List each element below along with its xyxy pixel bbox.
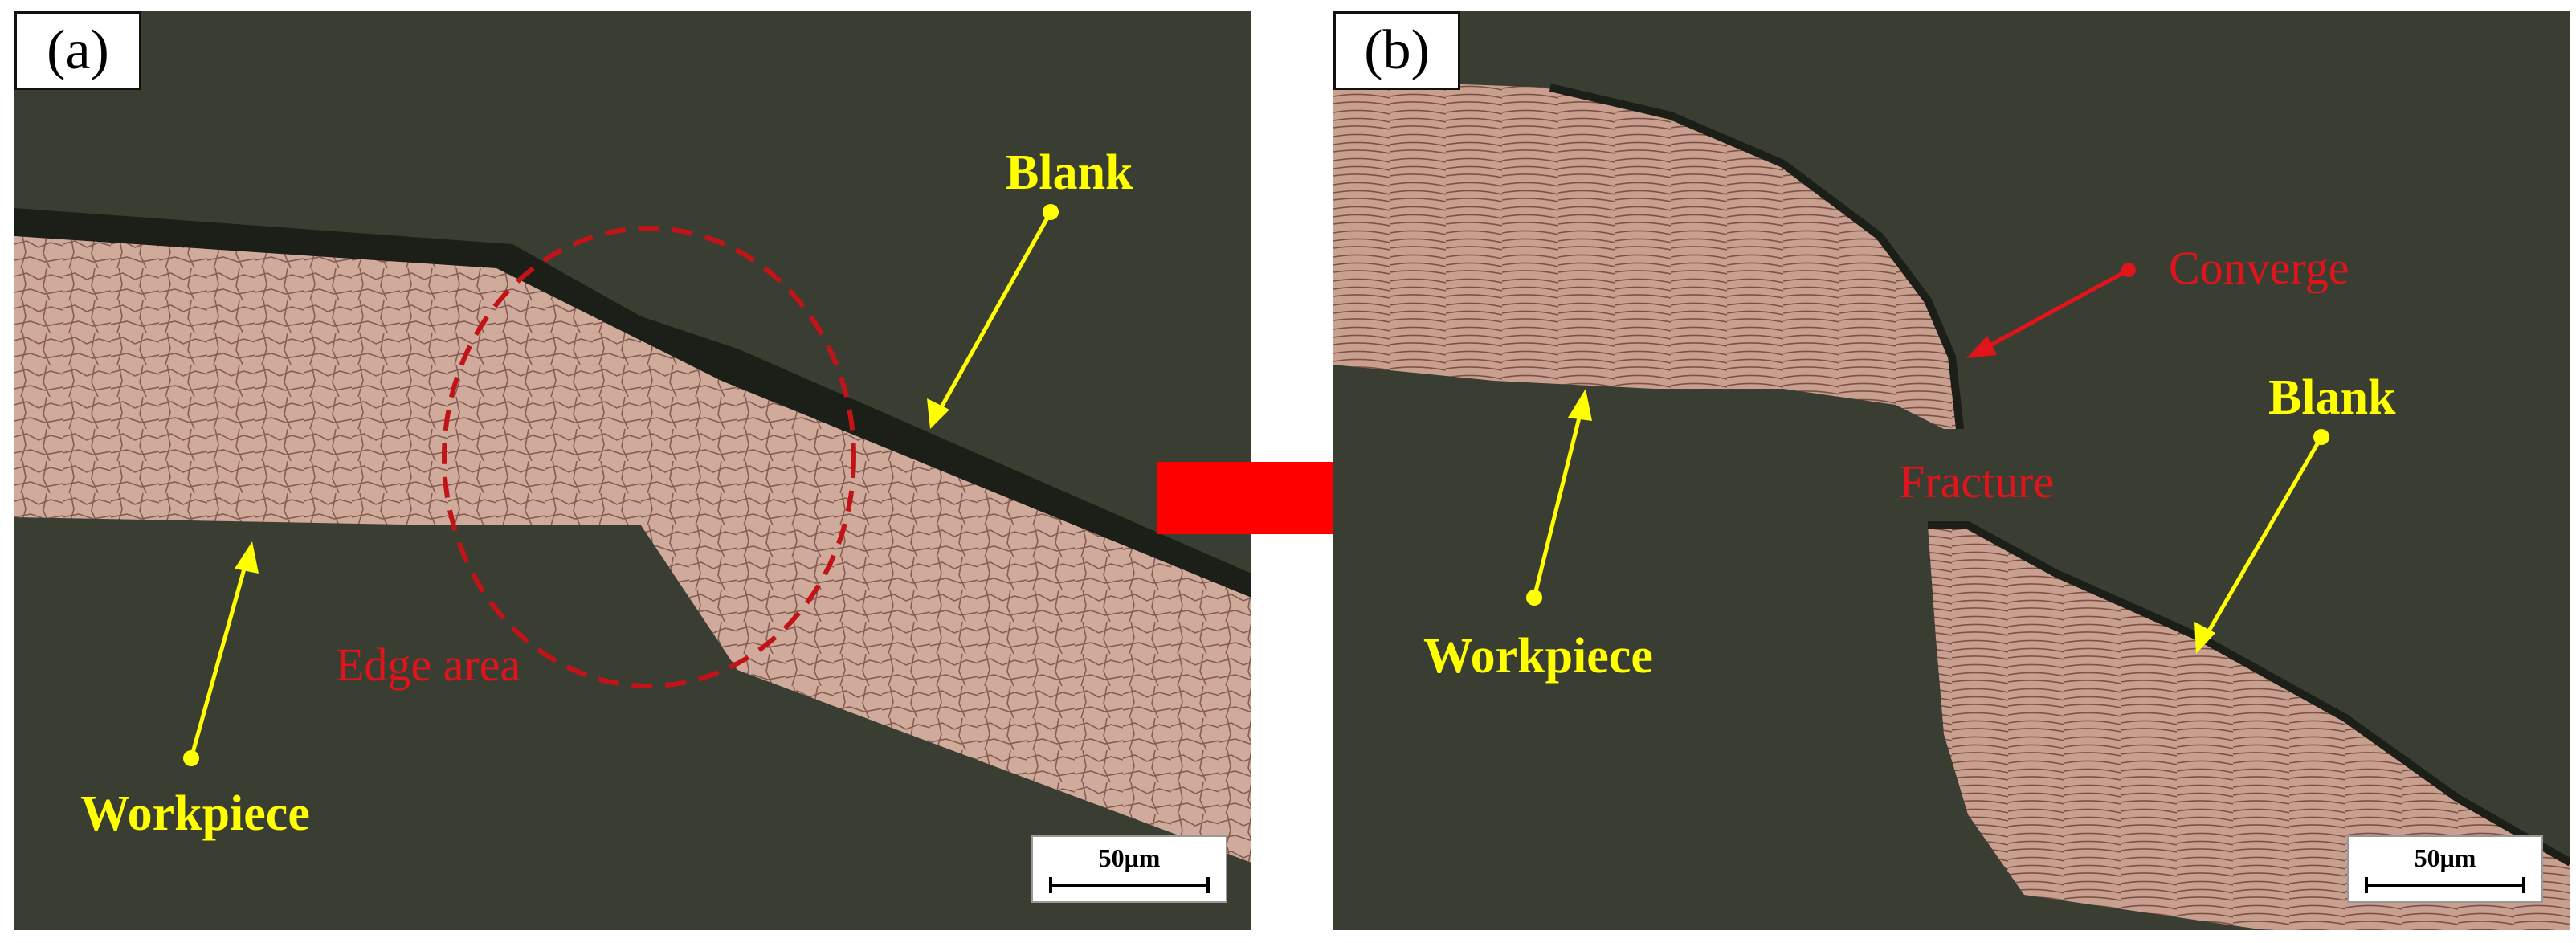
scale-bar-b-tick-right [2522,877,2525,893]
workpiece-label-a: Workpiece [80,786,310,841]
scale-bar-b-line [2365,884,2525,887]
scale-bar-b-text: 50μm [2414,843,2476,872]
micrograph-panel-b: (b) Converge Fracture Blank Workpiece 50… [1333,11,2570,930]
converge-label: Converge [2169,242,2349,294]
workpiece-sheet-a [14,236,1251,863]
scale-bar-a-line [1049,884,1210,887]
scale-bar-a-text: 50μm [1098,843,1161,872]
scale-bar-b-tick-left [2365,877,2368,893]
micrograph-b-image [1333,11,2570,930]
scale-bar-a-tick-left [1049,877,1052,893]
edge-area-label: Edge area [336,639,521,691]
panel-a-tag: (a) [14,11,141,90]
micrograph-panel-a: (a) Blank Workpiece Edge area 50μm [14,11,1251,930]
workpiece-upper [1333,80,1960,429]
blank-label-a: Blank [1006,145,1133,200]
fracture-label: Fracture [1899,455,2055,508]
panel-b-tag: (b) [1333,11,1460,90]
workpiece-label-b: Workpiece [1423,629,1653,684]
scale-bar-b: 50μm [2347,835,2543,903]
micrograph-a-image [14,11,1251,930]
blank-lower [1928,525,2570,930]
blank-label-b: Blank [2268,370,2396,425]
scale-bar-a-tick-right [1206,877,1210,893]
scale-bar-a: 50μm [1031,835,1227,903]
edge-area-circle [442,226,856,688]
